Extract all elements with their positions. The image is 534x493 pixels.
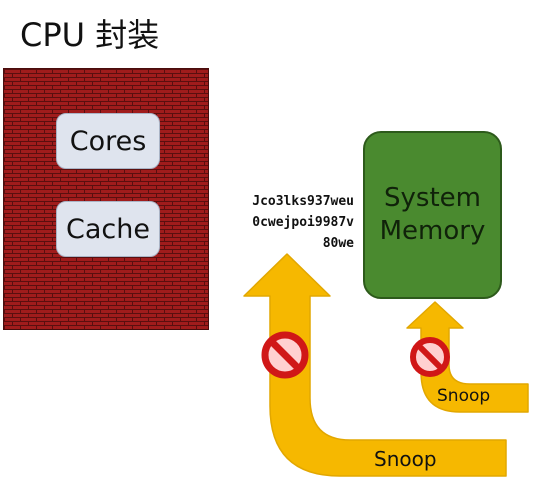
small-snoop-label: Snoop — [437, 386, 490, 406]
page-title: CPU 封装 — [20, 16, 160, 54]
brick-pattern — [4, 69, 208, 329]
big-snoop-arrow: Snoop — [243, 253, 507, 477]
small-snoop-arrow: Snoop — [406, 301, 529, 413]
prohibited-icon — [410, 337, 450, 377]
code-text-line2: 0cwejpoi9987v — [252, 215, 354, 230]
cpu-package: Cores Cache — [3, 68, 209, 330]
system-memory-label-line1: System — [384, 183, 481, 213]
code-text-line1: Jco3lks937weu — [252, 194, 354, 209]
cores-box: Cores — [56, 113, 160, 169]
system-memory-label-line2: Memory — [379, 216, 486, 246]
code-text: Jco3lks937weu 0cwejpoi9987v 80we — [222, 191, 354, 254]
cache-box: Cache — [56, 201, 160, 257]
code-text-line3: 80we — [322, 236, 354, 251]
system-memory-box: System Memory — [363, 131, 502, 299]
prohibited-icon — [261, 331, 309, 379]
big-snoop-label: Snoop — [374, 447, 437, 471]
